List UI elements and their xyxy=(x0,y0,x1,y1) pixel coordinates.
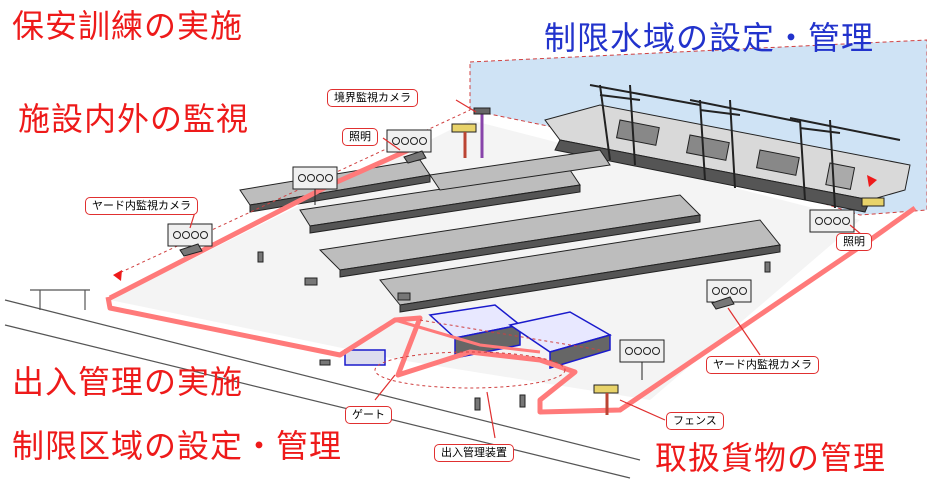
callout-yard-camera-right: ヤード内監視カメラ xyxy=(706,356,819,374)
heading-restricted-area: 制限区域の設定・管理 xyxy=(12,427,343,465)
camera-yard-left xyxy=(179,150,427,257)
callout-lighting-left: 照明 xyxy=(342,128,378,146)
camera-yard-right xyxy=(711,296,735,310)
heading-security-training: 保安訓練の実施 xyxy=(12,7,244,45)
callout-gate: ゲート xyxy=(345,406,392,424)
camera-fence xyxy=(593,197,885,415)
light-left-mid xyxy=(292,166,338,205)
light-left-top xyxy=(386,129,432,153)
callout-boundary-camera: 境界監視カメラ xyxy=(327,89,418,107)
light-right-low xyxy=(619,339,665,380)
callout-yard-camera-left: ヤード内監視カメラ xyxy=(85,197,198,215)
gantry-cranes xyxy=(589,84,901,209)
heading-facility-monitoring: 施設内外の監視 xyxy=(18,100,250,138)
heading-access-control: 出入管理の実施 xyxy=(12,363,244,401)
light-right-top xyxy=(809,209,855,233)
heading-restricted-water: 制限水域の設定・管理 xyxy=(544,19,875,57)
camera-boundary xyxy=(451,107,491,158)
container-stacks xyxy=(239,149,781,313)
light-left-low xyxy=(167,223,213,247)
gate-fence xyxy=(394,318,541,354)
yard-markers xyxy=(257,251,771,411)
callout-access-device: 出入管理装置 xyxy=(434,444,514,462)
callout-fence: フェンス xyxy=(666,412,724,430)
boundary-arrows xyxy=(113,175,877,281)
road xyxy=(4,289,641,479)
heading-cargo-management: 取扱貨物の管理 xyxy=(655,439,887,477)
yard-ground xyxy=(110,120,860,400)
callout-lighting-right: 照明 xyxy=(836,233,872,251)
leader-lines xyxy=(189,99,863,439)
